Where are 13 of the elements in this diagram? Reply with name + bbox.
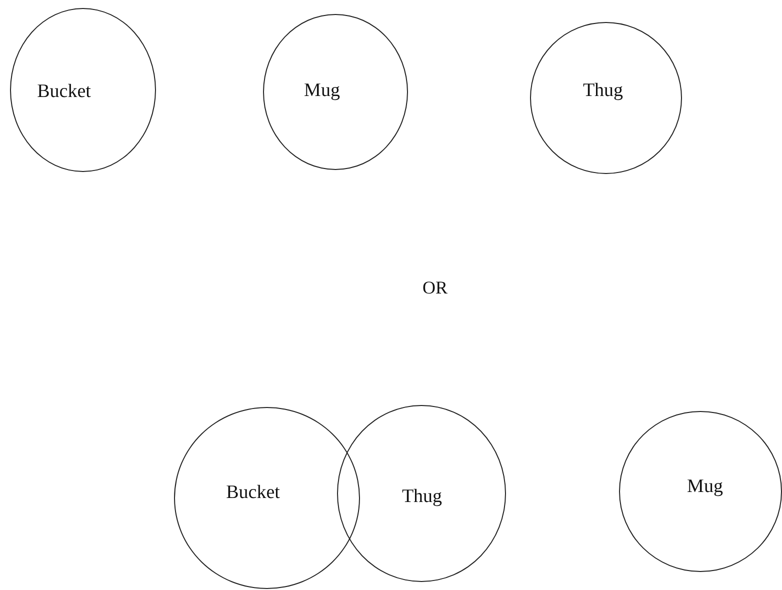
circle-label: Mug bbox=[304, 80, 340, 102]
circle-label: Thug bbox=[402, 486, 442, 508]
circle-label: Mug bbox=[687, 476, 723, 498]
separator-text: OR bbox=[422, 278, 448, 298]
circle-label: Thug bbox=[582, 80, 624, 102]
circle bbox=[10, 8, 156, 172]
circle bbox=[263, 14, 408, 170]
circle bbox=[530, 22, 682, 174]
circle bbox=[619, 411, 782, 572]
circle-label: Bucket bbox=[37, 81, 91, 103]
circle bbox=[174, 407, 360, 589]
circle-label: Bucket bbox=[226, 482, 280, 504]
circle bbox=[337, 405, 506, 582]
